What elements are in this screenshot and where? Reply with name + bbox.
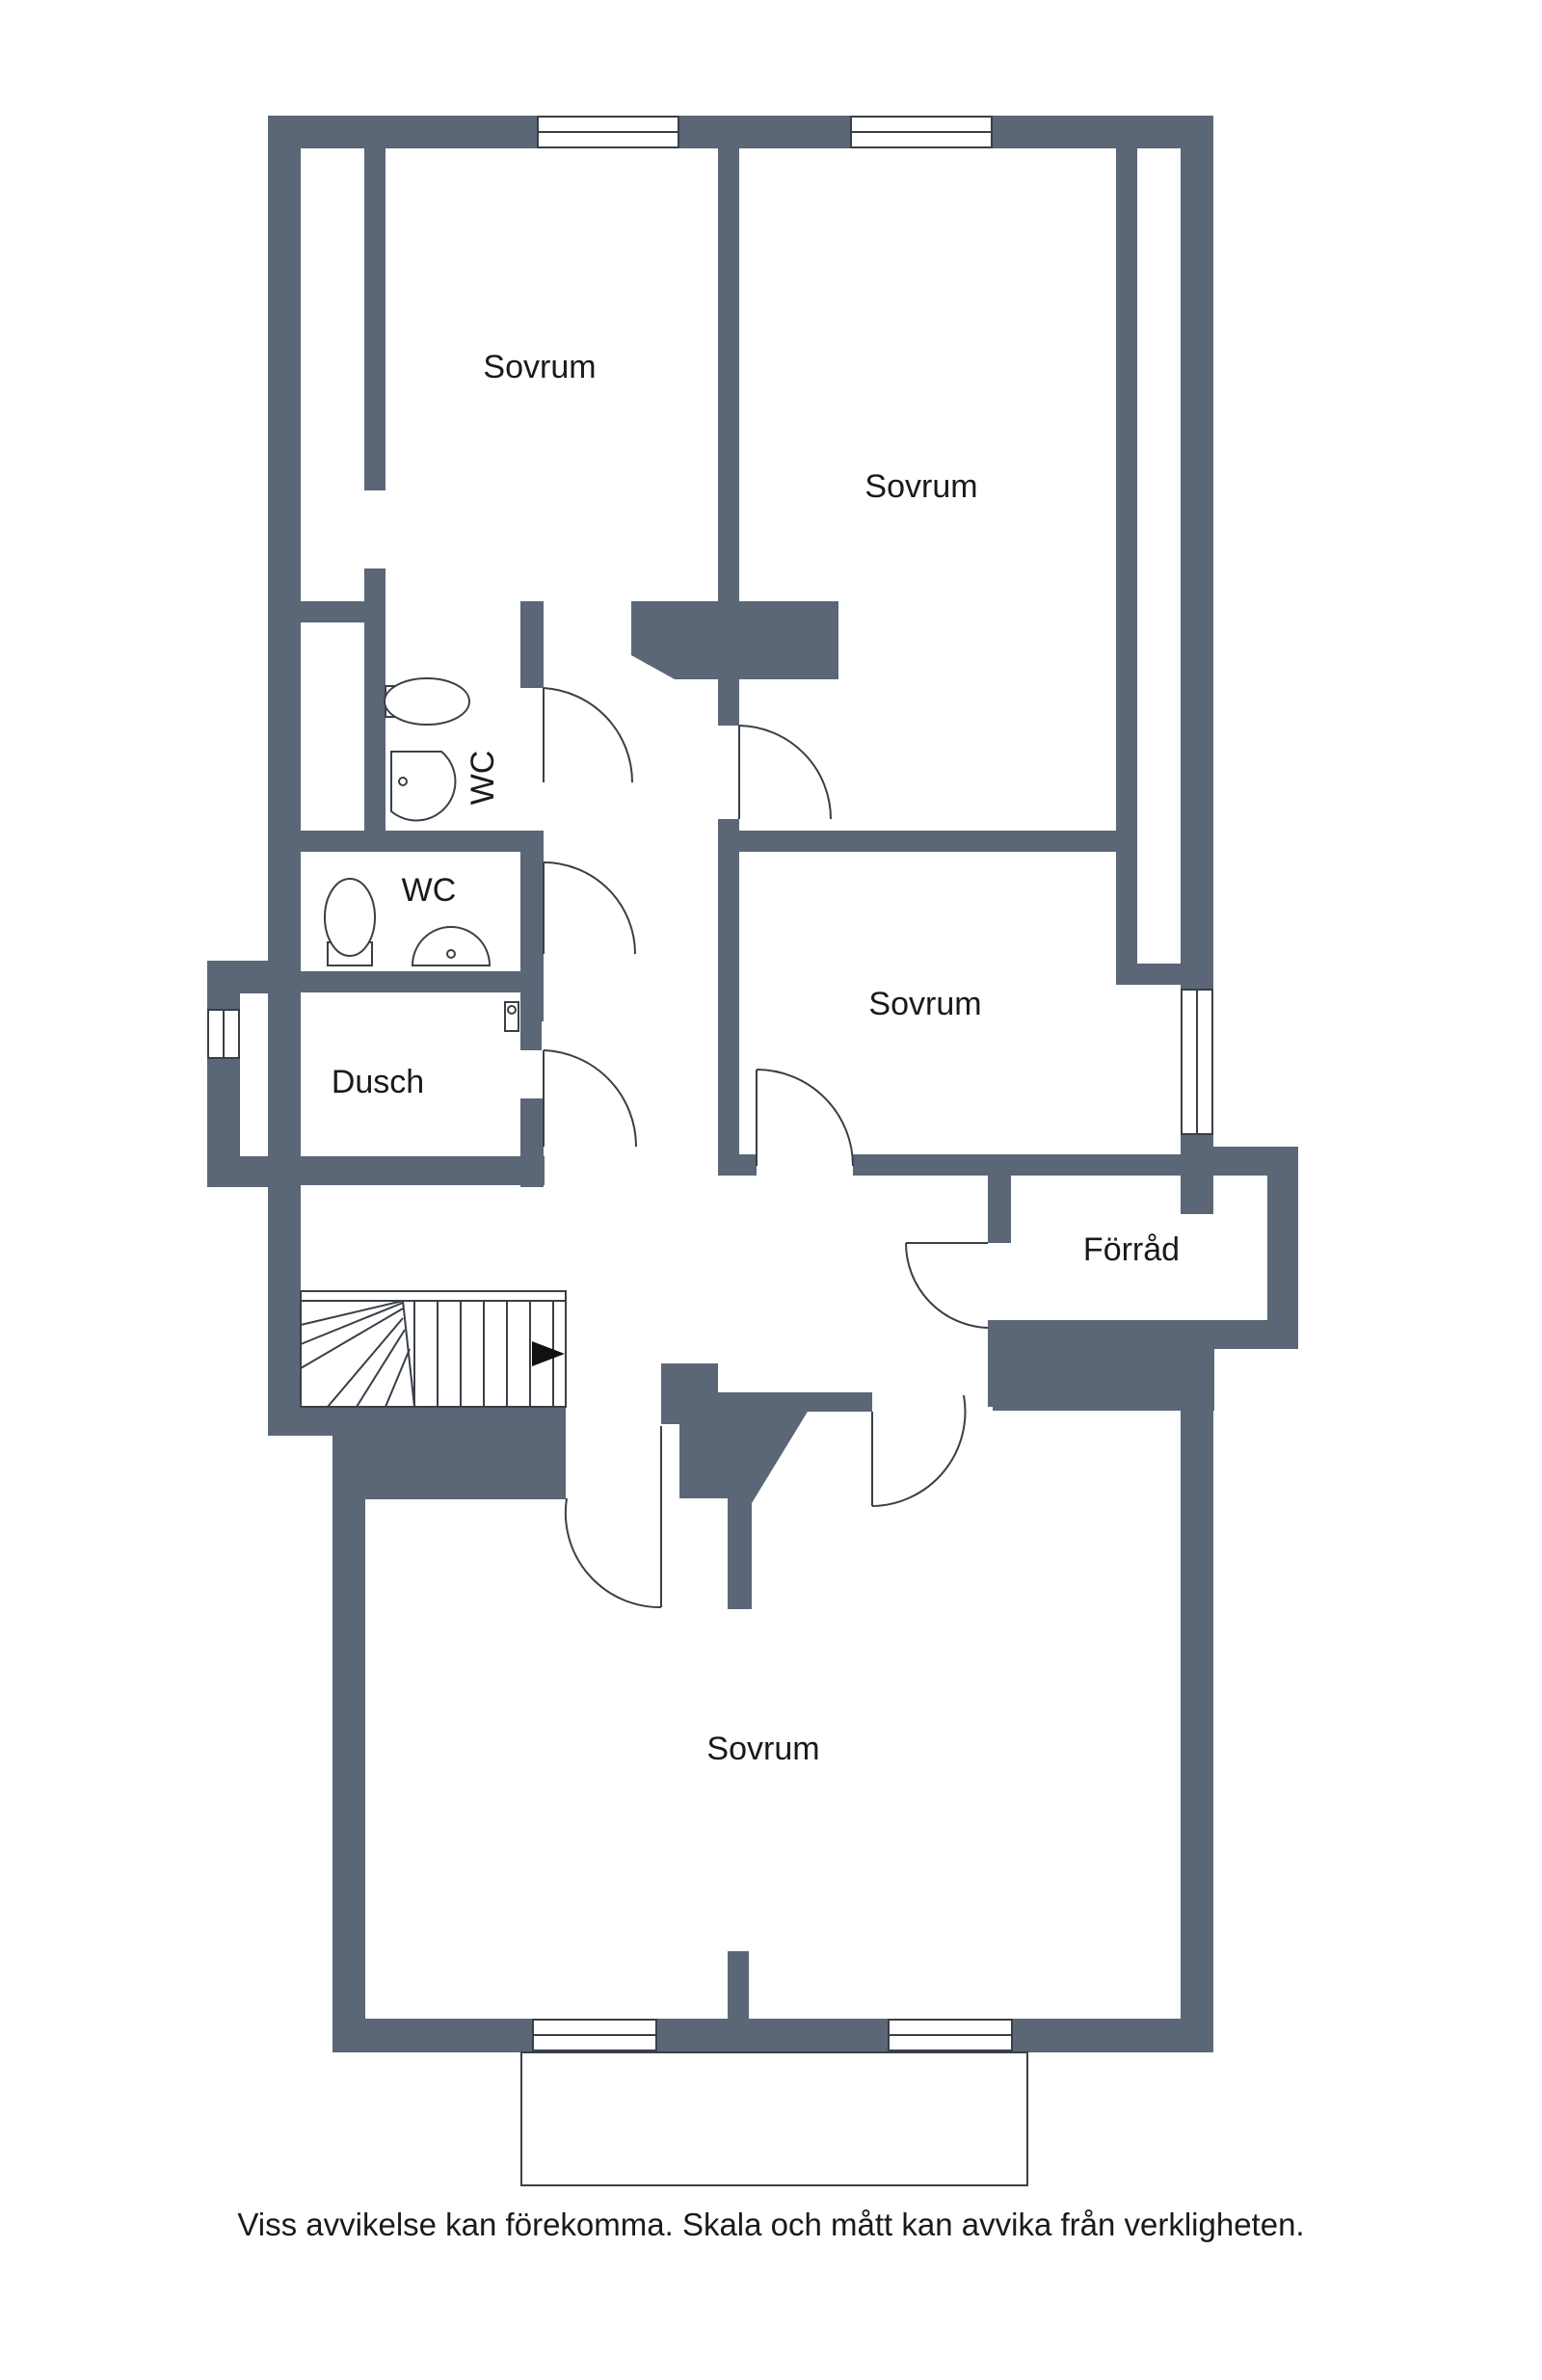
toilet-icon (384, 677, 470, 726)
door-shower (543, 1049, 638, 1148)
room-label-shower: Dusch (332, 1064, 424, 1100)
stair-direction-arrow-icon (532, 1341, 565, 1366)
shower-valve-icon (504, 1001, 519, 1032)
door-storage (905, 1242, 989, 1329)
sink-icon (411, 926, 492, 966)
room-label-wc-lower: WC (402, 872, 457, 909)
door-wc-lower (543, 861, 636, 955)
sink-icon (390, 751, 457, 822)
doors (543, 687, 989, 1609)
fixtures (324, 677, 519, 1032)
staircase (300, 1290, 567, 1408)
door-bedroom-middle (756, 1069, 854, 1167)
door-bedroom-bottom-left (564, 1426, 662, 1609)
balcony-outline (520, 2051, 1028, 2186)
windows (207, 116, 1213, 2051)
toilet-icon (324, 878, 376, 966)
window-bottom-right (888, 2019, 1013, 2051)
window-top-right (850, 116, 993, 148)
disclaimer-text: Viss avvikelse kan förekomma. Skala och … (237, 2207, 1305, 2242)
window-left-shower (207, 1009, 240, 1059)
room-label-wc-upper: WC (465, 751, 501, 806)
room-label-storage: Förråd (1083, 1231, 1180, 1268)
door-wc-upper (543, 687, 634, 783)
door-bedroom-bottom-right (871, 1394, 967, 1507)
window-right-side (1181, 989, 1213, 1135)
window-bottom-left (532, 2019, 657, 2051)
window-top-left (537, 116, 679, 148)
interior-walls (239, 148, 1185, 2021)
door-bedroom-top-right (738, 725, 832, 820)
exterior-walls (207, 116, 1298, 2052)
room-label-bedroom-top-right: Sovrum (864, 468, 977, 505)
room-label-bedroom-top-left: Sovrum (483, 349, 596, 385)
room-label-bedroom-middle: Sovrum (868, 986, 981, 1022)
room-label-bedroom-bottom: Sovrum (706, 1731, 819, 1767)
